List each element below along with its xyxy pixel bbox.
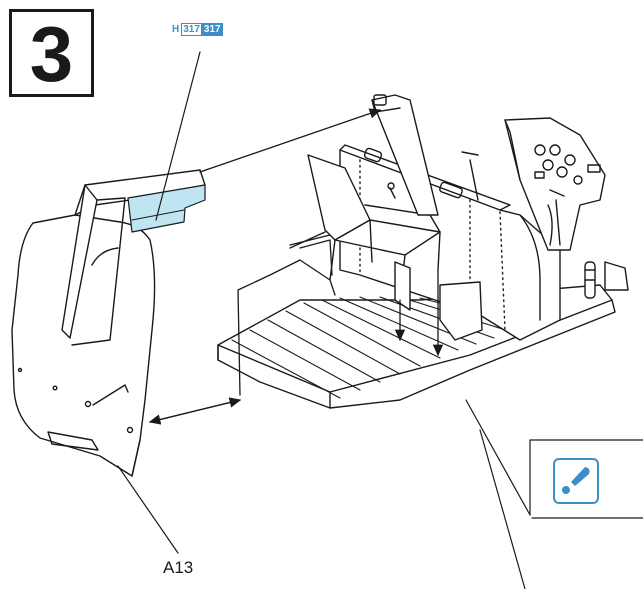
step-number-box: 3 [9,9,94,97]
tool-callout [465,399,643,589]
paint-brush-icon [553,458,599,504]
instrument-panel [504,117,606,251]
bulkhead-panel-a13 [11,169,206,477]
part-label-a13: A13 [163,558,194,577]
paint-reference: H 317 317 [172,23,223,36]
control-sticks [461,151,629,299]
paint-code-filled: 317 [201,23,223,36]
paint-code-outline: 317 [181,23,202,36]
pilot-seat [289,154,483,341]
paint-prefix: H [172,24,180,35]
step-number: 3 [29,10,74,98]
painted-part-highlight [127,184,206,233]
paint-leader-line [155,51,201,221]
assembly-arrows [148,108,444,425]
part-leader-line [117,465,179,554]
